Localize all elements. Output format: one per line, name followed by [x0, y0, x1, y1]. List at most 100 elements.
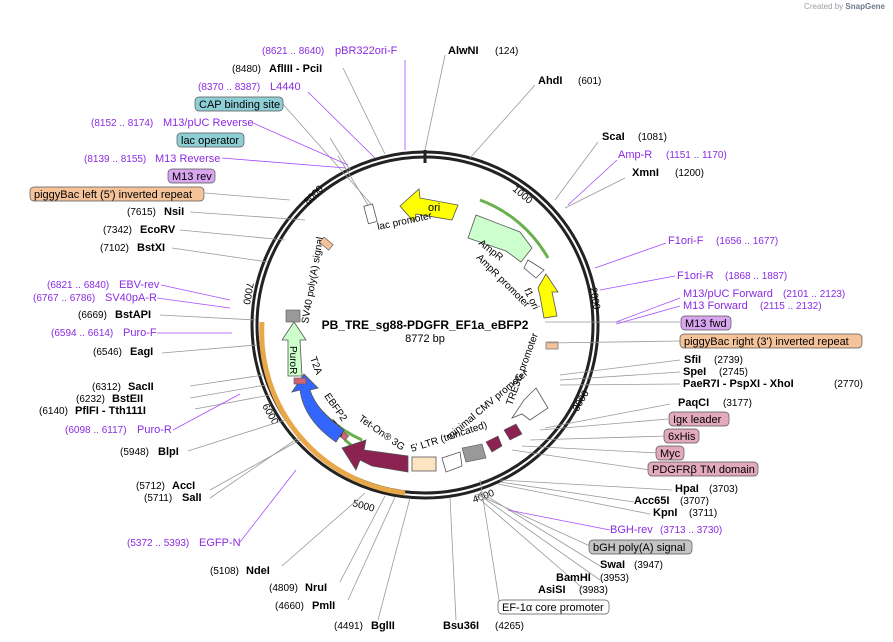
- enzyme-alwni: AlwNI: [448, 45, 479, 57]
- piggybac-right-mark: [545, 341, 559, 350]
- primer-m13puc-rev-pos: (8152 .. 8174): [91, 118, 153, 129]
- enzyme-pmli-pos: (4660): [275, 601, 304, 612]
- f1-ori-arrow: [537, 273, 559, 319]
- primer-pbr322ori-f: pBR322ori-F: [335, 45, 398, 57]
- primer-m13fwd: M13 Forward: [683, 300, 748, 312]
- feature-m13rev-label: M13 rev: [172, 171, 212, 183]
- ori-arrow: [399, 188, 459, 223]
- primer-puro-r: Puro-R: [137, 424, 172, 436]
- snapgene-watermark: Created by SnapGene: [804, 2, 885, 11]
- primer-f1ori-r-pos: (1868 .. 1887): [725, 271, 787, 282]
- feature-pdgfr-label: PDGFRβ TM domain: [652, 464, 755, 476]
- enzyme-labels: AlwNI (124) AhdI (601) ScaI (1081) XmnI …: [39, 45, 863, 632]
- feature-box-igk: [668, 411, 730, 427]
- plasmid-name: PB_TRE_sg88-PDGFR_EF1a_eBFP2: [322, 318, 529, 332]
- feature-box-lac-operator: [176, 132, 245, 148]
- enzyme-bstxi-pos: (7102): [100, 243, 129, 254]
- feature-igk-label: Igκ leader: [673, 414, 722, 426]
- ampr-frame: [479, 198, 550, 259]
- feature-lac-operator-label: lac operator: [181, 135, 239, 147]
- lac-promoter-label: lac promoter: [376, 210, 433, 232]
- enzyme-sfii: SfiI: [684, 354, 701, 366]
- feature-box-piggybac-left: [29, 186, 205, 202]
- primer-l4440-pos: (8370 .. 8387): [198, 82, 260, 93]
- enzyme-afliii-pos: (8480): [232, 64, 261, 75]
- primer-ebv-rev-pos: (6821 .. 6840): [47, 280, 109, 291]
- enzyme-bstapi-pos: (6669): [78, 310, 107, 321]
- enzyme-bstapi: BstAPI: [115, 309, 151, 321]
- primer-egfp-n: EGFP-N: [199, 537, 241, 549]
- enzyme-acc65i: Acc65I: [634, 495, 669, 507]
- enzyme-ndei-pos: (5108): [210, 566, 239, 577]
- feature-m13fwd-label: M13 fwd: [685, 318, 727, 330]
- enzyme-bsteii: BstEII: [112, 393, 143, 405]
- enzyme-pmli: PmlI: [312, 600, 335, 612]
- enzyme-sali-pos: (5711): [144, 493, 172, 504]
- piggybac-left-mark: [319, 236, 334, 251]
- feature-box-6xhis: [663, 428, 700, 444]
- ltr-arrow-head: [441, 451, 463, 473]
- feature-piggybac-left-label: piggyBac left (5') inverted repeat: [34, 189, 192, 201]
- enzyme-bamhi: BamHI: [556, 572, 591, 584]
- enzyme-kpni: KpnI: [653, 507, 677, 519]
- feature-box-bgh: [588, 539, 693, 555]
- boxed-feature-labels: CAP binding site lac operator M13 rev pi…: [29, 96, 863, 615]
- ampr-promoter-box: [523, 259, 545, 279]
- primer-m13puc-fwd-pos: (2101 .. 2123): [783, 289, 845, 300]
- enzyme-bsu36i-pos: (4265): [495, 621, 524, 632]
- enzyme-scai: ScaI: [602, 131, 625, 143]
- feature-box-piggybac-right: [679, 333, 863, 349]
- enzyme-paer7i-pos: (2770): [834, 379, 863, 390]
- enzyme-ndei: NdeI: [246, 565, 270, 577]
- enzyme-bamhi-pos: (3953): [600, 573, 629, 584]
- primer-m13rev-pos: (8139 .. 8155): [84, 154, 146, 165]
- sv40-box: [285, 309, 301, 323]
- leader-lines: [156, 54, 681, 621]
- enzyme-blpi: BlpI: [158, 446, 179, 458]
- primer-f1ori-f: F1ori-F: [668, 235, 704, 247]
- enzyme-ahdi-pos: (601): [578, 76, 601, 87]
- puror-label: PuroR: [287, 346, 298, 374]
- teton-arrow: [341, 439, 409, 473]
- primer-egfp-n-pos: (5372 .. 5393): [127, 538, 189, 549]
- primer-m13puc-rev: M13/pUC Reverse: [163, 117, 253, 129]
- feature-box-cap: [194, 96, 284, 112]
- enzyme-spei-pos: (2745): [719, 367, 748, 378]
- feature-ef1a-label: EF-1α core promoter: [502, 602, 604, 614]
- enzyme-eagi: EagI: [130, 346, 153, 358]
- primer-f1ori-r: F1ori-R: [677, 270, 714, 282]
- primer-sv40pa-r-pos: (6767 .. 6786): [33, 293, 95, 304]
- enzyme-acci: AccI: [172, 480, 195, 492]
- enzyme-asisi-pos: (3983): [579, 585, 608, 596]
- primer-puro-f: Puro-F: [123, 327, 157, 339]
- puror-arrow: [281, 321, 307, 377]
- enzyme-sacii-pos: (6312): [92, 382, 121, 393]
- enzyme-acci-pos: (5712): [136, 481, 165, 492]
- primer-labels: (8621 .. 8640) pBR322ori-F (8370 .. 8387…: [33, 45, 845, 549]
- tick-2000: 2000: [587, 287, 602, 311]
- primer-l4440: L4440: [270, 81, 301, 93]
- enzyme-hpai: HpaI: [675, 483, 699, 495]
- tick-7000: 7000: [240, 281, 255, 305]
- primer-ampr-pos: (1151 .. 1170): [666, 150, 727, 161]
- enzyme-nsii-pos: (7615): [127, 207, 156, 218]
- enzyme-sfii-pos: (2739): [714, 355, 743, 366]
- enzyme-swai: SwaI: [600, 559, 625, 571]
- enzyme-xmni: XmnI: [632, 167, 659, 179]
- tick-3000: 3000: [571, 388, 592, 413]
- feature-box-m13rev: [167, 168, 216, 184]
- feature-cap-label: CAP binding site: [199, 99, 280, 111]
- enzyme-ahdi: AhdI: [538, 75, 562, 87]
- primer-m13fwd-pos: (2115 .. 2132): [760, 301, 822, 312]
- enzyme-ecorv: EcoRV: [140, 224, 176, 236]
- enzyme-alwni-pos: (124): [495, 46, 518, 57]
- enzyme-nsii: NsiI: [164, 206, 184, 218]
- ori-label: ori: [428, 202, 440, 214]
- enzyme-nrui-pos: (4809): [269, 583, 298, 594]
- primer-pbr322ori-f-pos: (8621 .. 8640): [262, 46, 324, 57]
- enzyme-hpai-pos: (3703): [709, 484, 738, 495]
- enzyme-kpni-pos: (3711): [689, 508, 717, 519]
- enzyme-blpi-pos: (5948): [120, 447, 149, 458]
- enzyme-pflfi: PflFI - Tth111I: [75, 405, 146, 417]
